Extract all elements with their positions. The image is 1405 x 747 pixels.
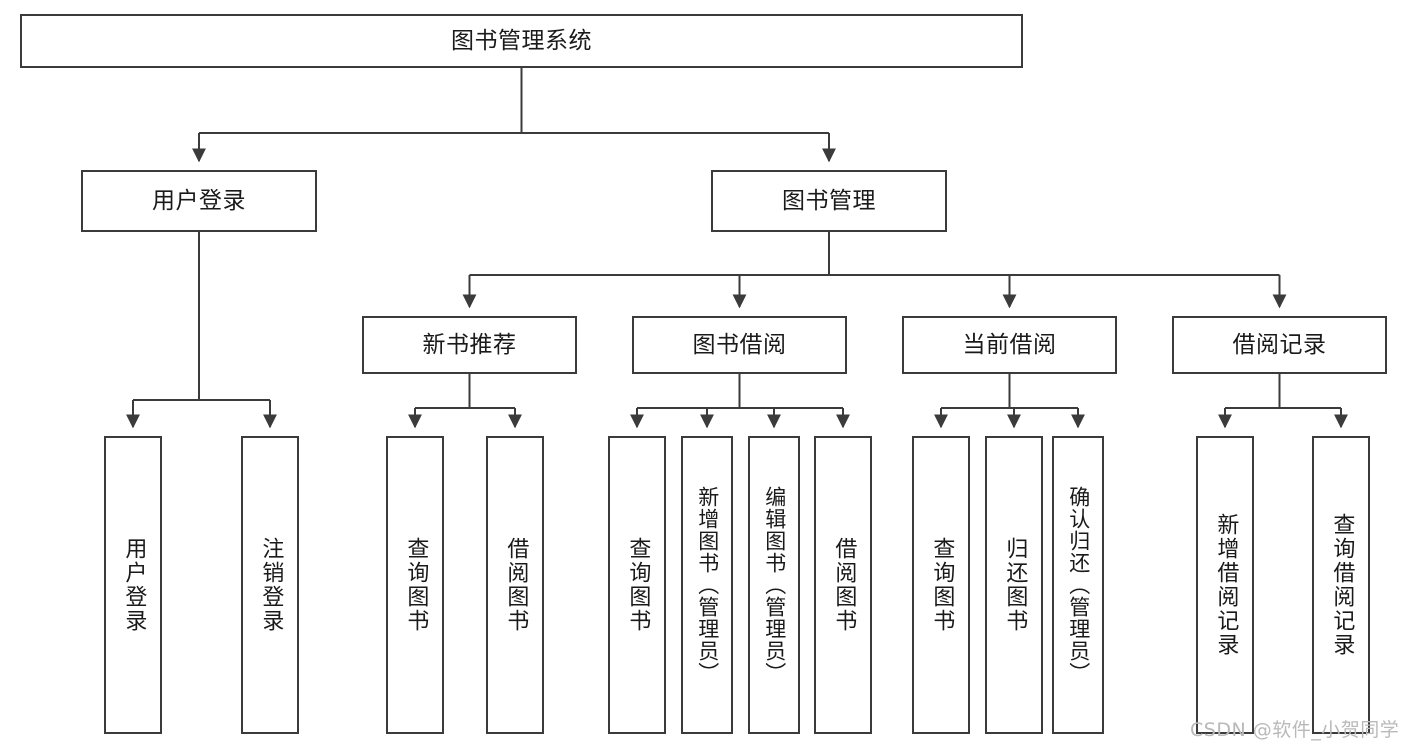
node-leaf-query-book-1[interactable]: 查询图书: [386, 436, 444, 734]
node-leaf-logout[interactable]: 注销登录: [241, 436, 299, 734]
node-borrow-record[interactable]: 借阅记录: [1172, 316, 1387, 374]
node-leaf-borrow-book-2[interactable]: 借阅图书: [814, 436, 872, 734]
node-label: 查询图书: [403, 537, 429, 633]
node-leaf-query-book-3[interactable]: 查询图书: [912, 436, 970, 734]
node-label: 用户登录: [152, 187, 246, 214]
node-leaf-add-book-admin[interactable]: 新增图书（管理员）: [681, 436, 733, 734]
node-leaf-add-record[interactable]: 新增借阅记录: [1196, 436, 1254, 734]
node-label: 确认归还（管理员）: [1066, 486, 1091, 684]
node-root[interactable]: 图书管理系统: [20, 14, 1023, 68]
node-current-borrow[interactable]: 当前借阅: [902, 316, 1117, 374]
node-book-manage[interactable]: 图书管理: [711, 170, 947, 232]
node-label: 查询图书: [929, 537, 955, 633]
node-leaf-user-login[interactable]: 用户登录: [104, 436, 162, 734]
node-label: 当前借阅: [962, 331, 1057, 358]
node-label: 查询借阅记录: [1329, 513, 1355, 657]
node-label: 新增图书（管理员）: [695, 486, 720, 684]
node-label: 图书管理系统: [451, 27, 592, 54]
node-leaf-edit-book-admin[interactable]: 编辑图书（管理员）: [748, 436, 800, 734]
node-label: 借阅图书: [831, 537, 857, 633]
node-book-borrow[interactable]: 图书借阅: [632, 316, 847, 374]
node-label: 借阅记录: [1232, 331, 1327, 358]
node-label: 注销登录: [258, 537, 284, 633]
node-label: 查询图书: [625, 537, 651, 633]
node-leaf-borrow-book-1[interactable]: 借阅图书: [486, 436, 544, 734]
node-leaf-confirm-return-admin[interactable]: 确认归还（管理员）: [1052, 436, 1104, 734]
node-label: 新书推荐: [422, 331, 517, 358]
node-leaf-query-record[interactable]: 查询借阅记录: [1312, 436, 1370, 734]
node-label: 编辑图书（管理员）: [762, 486, 787, 684]
node-label: 图书借阅: [692, 331, 787, 358]
node-label: 图书管理: [782, 187, 876, 214]
node-user-login[interactable]: 用户登录: [81, 170, 317, 232]
edge-paths: [126, 68, 1348, 429]
node-label: 借阅图书: [503, 537, 529, 633]
node-new-book-recommend[interactable]: 新书推荐: [362, 316, 577, 374]
node-leaf-query-book-2[interactable]: 查询图书: [608, 436, 666, 734]
node-leaf-return-book[interactable]: 归还图书: [985, 436, 1043, 734]
node-label: 用户登录: [121, 537, 147, 633]
node-label: 归还图书: [1002, 537, 1028, 633]
node-label: 新增借阅记录: [1213, 513, 1239, 657]
